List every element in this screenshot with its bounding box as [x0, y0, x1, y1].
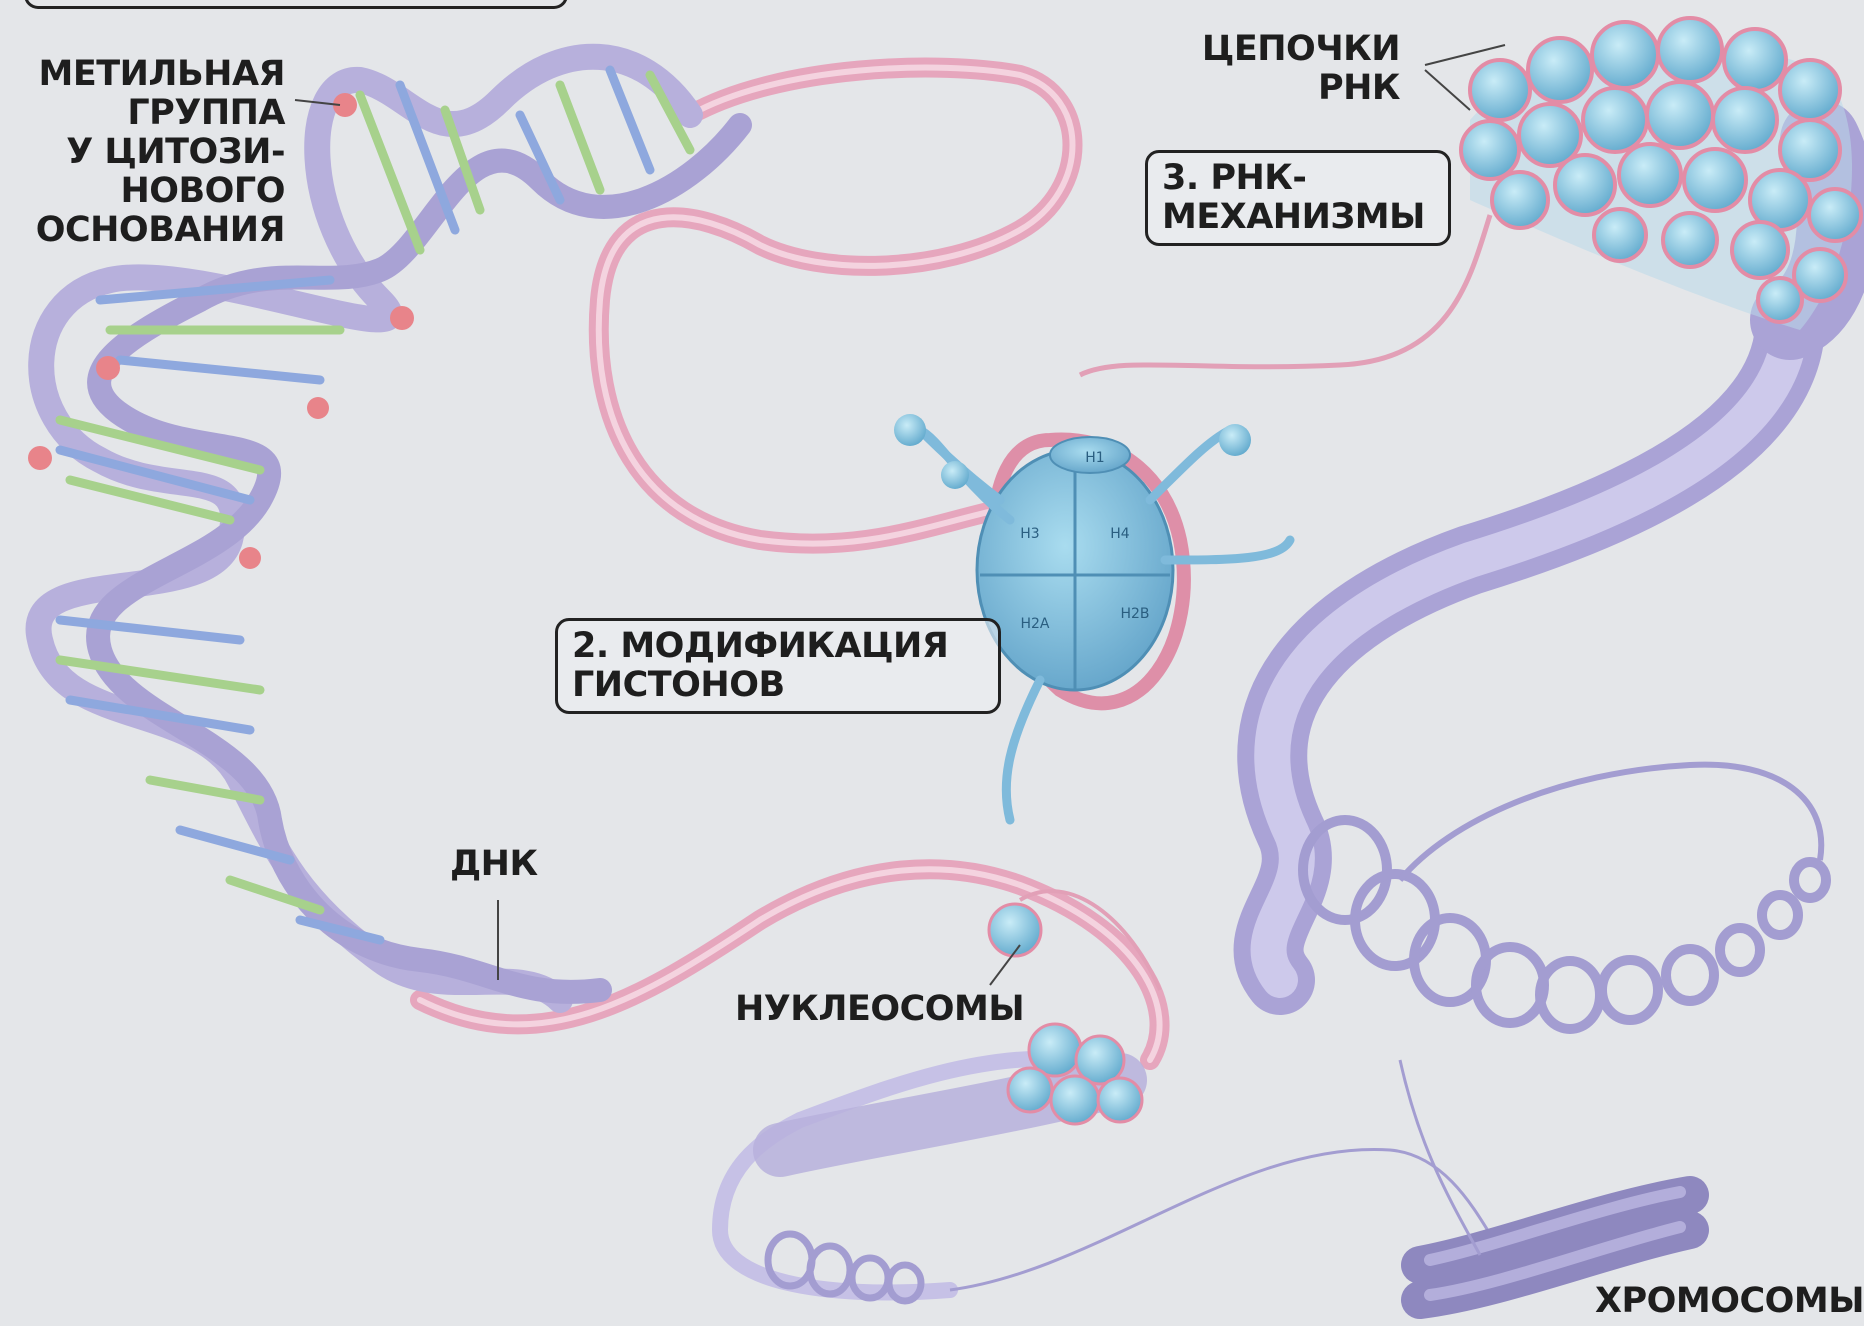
histone-h2a-label: H2A — [1020, 616, 1049, 632]
histone-octamer: H1 H3 H4 H2A H2B — [894, 414, 1290, 820]
methyl-line-5: ОСНОВАНИЯ — [20, 211, 285, 250]
dna-label: ДНК — [450, 845, 538, 884]
rna-box-line-1: 3. РНК- — [1162, 159, 1434, 198]
chromosomes-label: ХРОМОСОМЫ — [1595, 1282, 1864, 1321]
nucleosome-cluster-top-right — [1461, 18, 1861, 330]
rna-chains-line-1: ЦЕПОЧКИ — [1180, 30, 1400, 69]
rna-chains-label: ЦЕПОЧКИ РНК — [1180, 30, 1400, 108]
histone-box-line-2: ГИСТОНОВ — [572, 666, 984, 705]
methyl-line-3: У ЦИТОЗИ- — [20, 133, 285, 172]
chromosome — [1400, 1060, 1690, 1300]
histone-h2b-label: H2B — [1120, 606, 1149, 622]
solenoid-coils-right — [1303, 765, 1826, 1029]
histone-h1-label: H1 — [1085, 450, 1104, 466]
methyl-line-2: ГРУППА — [20, 94, 285, 133]
nucleosomes-label: НУКЛЕОСОМЫ — [735, 990, 1024, 1029]
rna-mechanisms-box: 3. РНК- МЕХАНИЗМЫ — [1145, 150, 1451, 246]
histone-h4-label: H4 — [1110, 526, 1130, 542]
methyl-line-1: МЕТИЛЬНАЯ — [20, 55, 285, 94]
rna-box-line-2: МЕХАНИЗМЫ — [1162, 198, 1434, 237]
rna-chains-line-2: РНК — [1180, 69, 1400, 108]
histone-box-line-1: 2. МОДИФИКАЦИЯ — [572, 627, 984, 666]
histone-modification-box: 2. МОДИФИКАЦИЯ ГИСТОНОВ — [555, 618, 1001, 714]
histone-h3-label: H3 — [1020, 526, 1039, 542]
methyl-group-label: МЕТИЛЬНАЯ ГРУППА У ЦИТОЗИ- НОВОГО ОСНОВА… — [20, 55, 285, 250]
methyl-line-4: НОВОГО — [20, 172, 285, 211]
lower-chromatin — [720, 891, 1500, 1301]
